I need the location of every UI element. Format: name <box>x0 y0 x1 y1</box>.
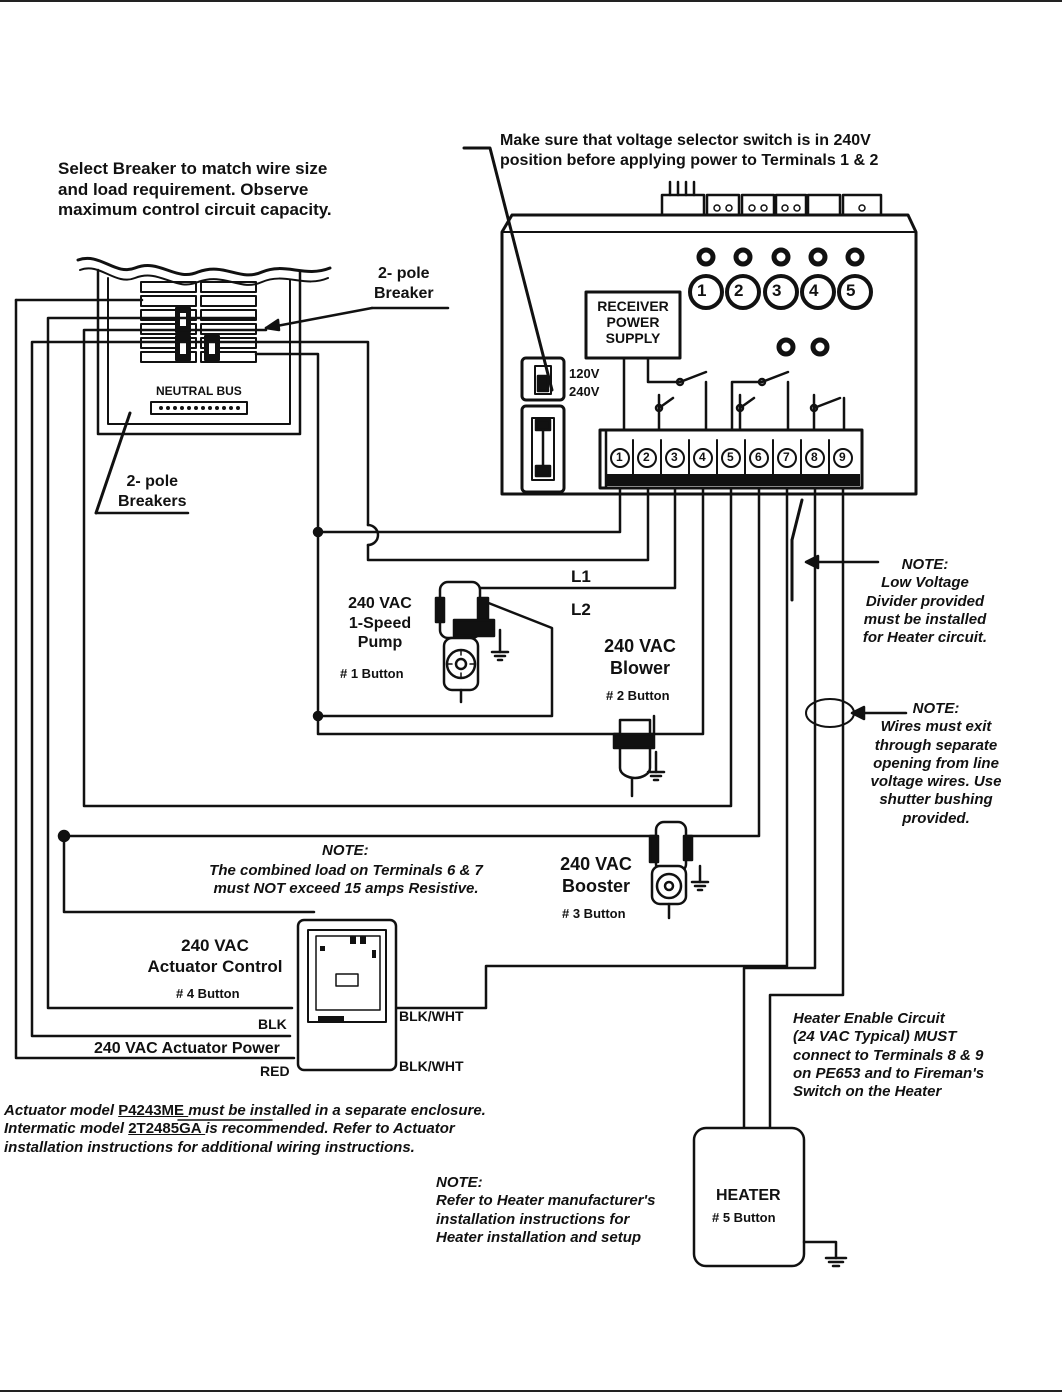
leader-lines <box>94 146 554 515</box>
booster-name: 240 VAC Booster <box>560 854 632 896</box>
top-indicator-leds <box>696 247 865 357</box>
controller-box <box>500 180 918 496</box>
actuator-blk-wht-bottom: BLK/WHT <box>399 1058 464 1074</box>
actuator-button: # 4 Button <box>176 986 240 1001</box>
switch-120v-label: 120V <box>569 366 600 381</box>
relay-switches <box>622 356 846 432</box>
top-terminal-4: 4 <box>809 281 819 300</box>
terminal-1: 1 <box>616 450 623 464</box>
wires-exit-note: NOTE: Wires must exit through separate o… <box>870 700 1002 827</box>
select-breaker-note: Select Breaker to match wire size and lo… <box>58 159 332 220</box>
actuator-instructions: installation instructions for additional… <box>4 1138 415 1156</box>
top-button-circles <box>688 274 873 310</box>
blower-button: # 2 Button <box>606 688 670 703</box>
pump-device <box>434 580 510 704</box>
top-terminal-2: 2 <box>734 281 744 300</box>
actuator-suffix: must be installed in a separate enclosur… <box>188 1102 486 1119</box>
terminal-circles <box>610 448 853 468</box>
booster-button: # 3 Button <box>562 906 626 921</box>
actuator-device <box>296 918 398 1072</box>
actuator-blk-wht-top: BLK/WHT <box>399 1008 464 1024</box>
actuator-prefix: Actuator model <box>4 1102 119 1119</box>
actuator-blk-label: BLK <box>258 1016 287 1032</box>
blower-name: 240 VAC Blower <box>604 636 676 678</box>
booster-device <box>648 820 710 920</box>
heater-device <box>692 1126 848 1268</box>
actuator-power-label: 240 VAC Actuator Power <box>94 1040 280 1057</box>
actuator-model: P4243ME <box>118 1102 189 1119</box>
top-terminal-5: 5 <box>846 281 856 300</box>
terminal-8: 8 <box>811 450 818 464</box>
terminal-4: 4 <box>699 450 706 464</box>
terminal-3: 3 <box>671 450 678 464</box>
heater-enable-note: Heater Enable Circuit (24 VAC Typical) M… <box>793 1010 985 1101</box>
actuator-red-label: RED <box>260 1063 290 1079</box>
combined-load-note: The combined load on Terminals 6 & 7 mus… <box>209 862 483 898</box>
intermatic-model: 2T2485GA <box>128 1120 206 1138</box>
receiver-power-supply-label: RECEIVER POWER SUPPLY <box>597 298 669 347</box>
terminal-5: 5 <box>727 450 734 464</box>
breaker-panel <box>76 256 332 436</box>
actuator-name: 240 VAC Actuator Control <box>147 936 283 976</box>
l2-label: L2 <box>571 600 591 619</box>
top-terminal-3: 3 <box>772 281 782 300</box>
terminal-9: 9 <box>839 450 846 464</box>
heater-button: # 5 Button <box>712 1210 776 1225</box>
combined-load-note-title: NOTE: <box>322 842 369 859</box>
pump-name: 240 VAC 1-Speed Pump <box>348 595 412 652</box>
switch-240v-label: 240V <box>569 384 600 399</box>
wires <box>14 298 908 1132</box>
heater-name: HEATER <box>716 1187 781 1204</box>
top-terminal-1: 1 <box>697 281 707 300</box>
intermatic-prefix: Intermatic model <box>4 1120 129 1138</box>
intermatic-suffix: is recommended. Refer to Actuator <box>205 1120 455 1138</box>
pump-button: # 1 Button <box>340 666 404 681</box>
heater-manual-note: NOTE: Refer to Heater manufacturer's ins… <box>436 1174 656 1246</box>
terminal-7: 7 <box>783 450 790 464</box>
terminal-strip-base <box>606 474 860 486</box>
l1-label: L1 <box>571 567 591 586</box>
terminal-2: 2 <box>643 450 650 464</box>
two-pole-breaker-label: 2- pole Breaker <box>374 265 434 302</box>
top-border <box>0 0 1062 2</box>
actuator-enclosure-note: Actuator model P4243ME must be installed… <box>4 1102 486 1157</box>
blower-device <box>612 718 666 798</box>
bottom-border <box>0 1390 1062 1392</box>
terminal-6: 6 <box>755 450 762 464</box>
low-voltage-divider-note: NOTE: Low Voltage Divider provided must … <box>862 556 988 647</box>
neutral-bus-screws <box>159 406 240 410</box>
breaker-rows <box>140 281 257 363</box>
two-pole-breakers-label: 2- pole Breakers <box>118 473 187 510</box>
voltage-selector-note: Make sure that voltage selector switch i… <box>500 132 879 169</box>
neutral-bus-label: NEUTRAL BUS <box>156 384 242 398</box>
